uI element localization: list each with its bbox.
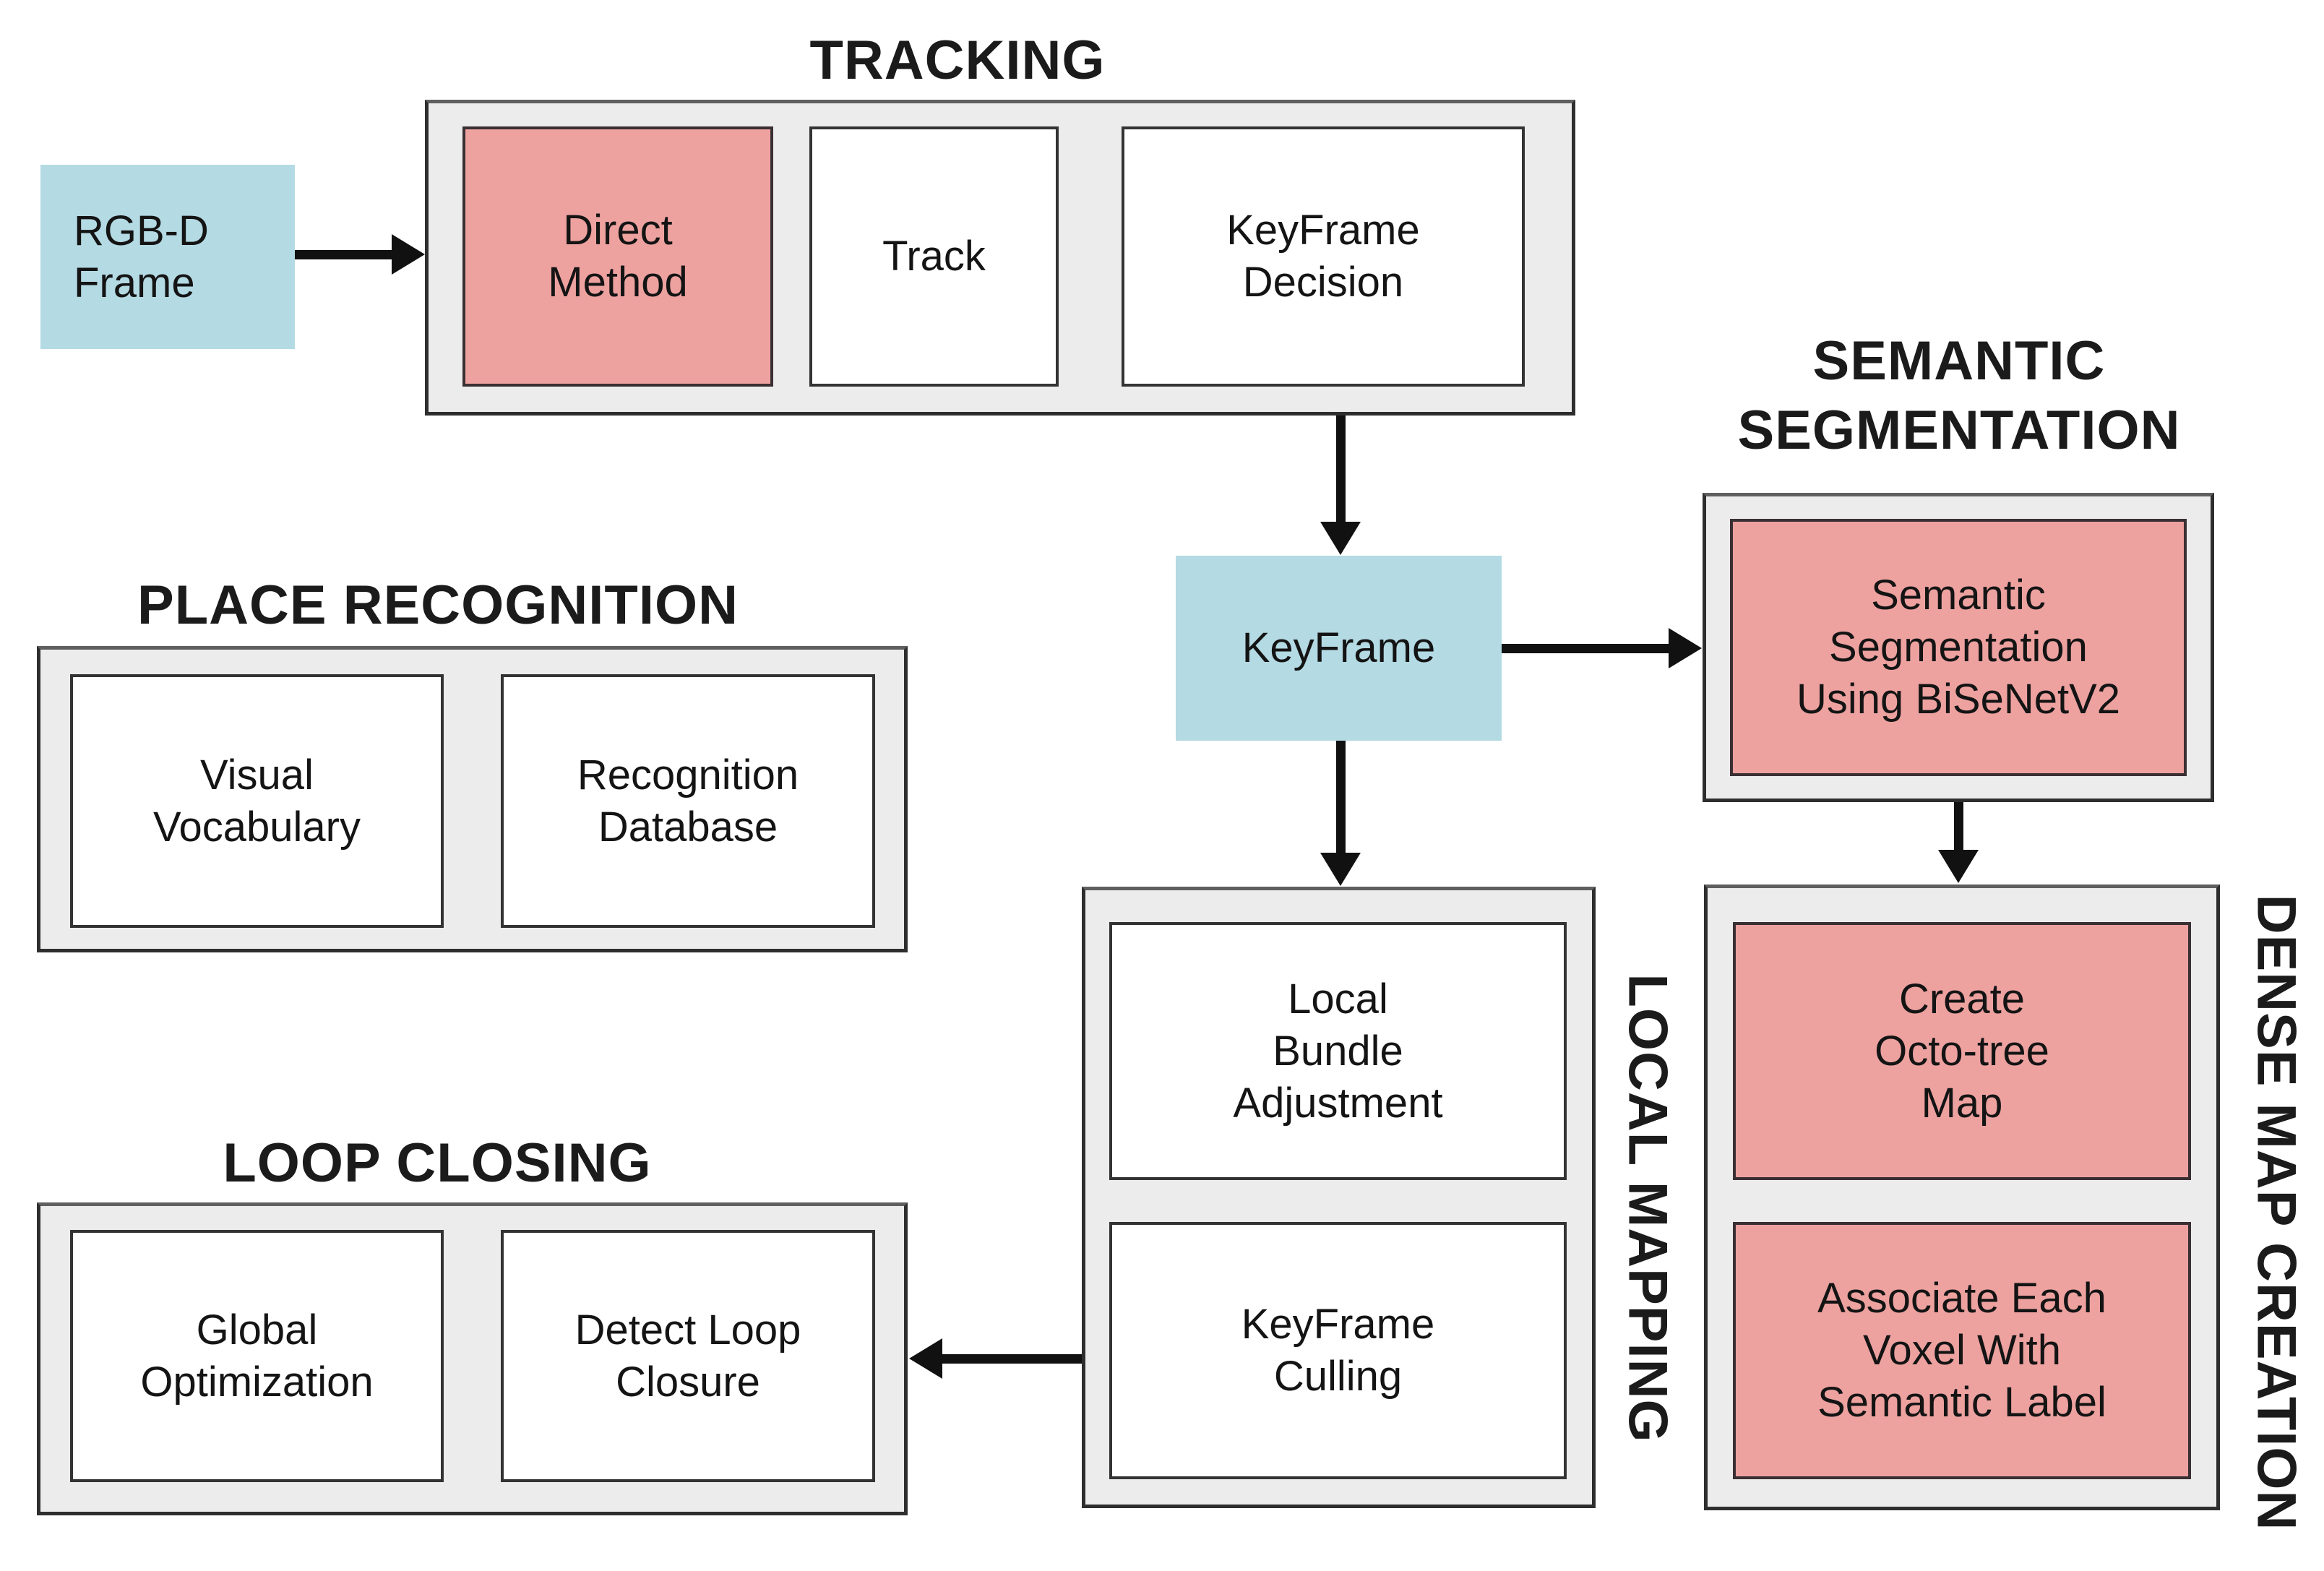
arrow-localmapping-to-loopclosing-line — [941, 1354, 1082, 1364]
arrow-keyframe-to-localmapping-line — [1336, 741, 1346, 855]
arrow-tracking-to-keyframe-line — [1336, 416, 1346, 525]
place-recognition-title: PLACE RECOGNITION — [137, 574, 739, 636]
semantic-segmentation-title: SEMANTIC SEGMENTATION — [1737, 330, 2181, 461]
local-bundle-adjustment-box: Local Bundle Adjustment — [1109, 922, 1567, 1180]
rgbd-frame-node: RGB-D Frame — [40, 165, 295, 349]
create-octotree-map-box: Create Octo-tree Map — [1733, 922, 2191, 1180]
recognition-database-label: Recognition Database — [577, 751, 799, 851]
local-mapping-title: LOCAL MAPPING — [1617, 973, 1679, 1443]
keyframe-culling-box: KeyFrame Culling — [1109, 1222, 1567, 1479]
rgbd-frame-label: RGB-D Frame — [74, 207, 209, 306]
direct-method-box: Direct Method — [462, 126, 773, 387]
keyframe-label: KeyFrame — [1241, 624, 1436, 671]
track-label: Track — [882, 233, 986, 280]
global-optimization-label: Global Optimization — [140, 1306, 374, 1406]
associate-voxel-label: Associate Each Voxel With Semantic Label — [1817, 1275, 2106, 1426]
semantic-segmentation-label: Semantic Segmentation Using BiSeNetV2 — [1796, 572, 2121, 723]
detect-loop-closure-label: Detect Loop Closure — [574, 1306, 801, 1406]
arrow-keyframe-to-semantic-head — [1669, 628, 1702, 668]
arrow-keyframe-to-localmapping-head — [1320, 853, 1361, 886]
global-optimization-box: Global Optimization — [70, 1230, 444, 1482]
semantic-segmentation-box: Semantic Segmentation Using BiSeNetV2 — [1730, 519, 2187, 776]
arrow-semantic-to-densemap-line — [1954, 802, 1963, 853]
track-box: Track — [809, 126, 1059, 387]
arrow-keyframe-to-semantic-line — [1502, 644, 1670, 653]
place-recognition-container: Visual Vocabulary Recognition Database — [37, 646, 908, 952]
arrow-localmapping-to-loopclosing-head — [909, 1338, 942, 1379]
keyframe-culling-label: KeyFrame Culling — [1241, 1301, 1435, 1400]
tracking-title: TRACKING — [809, 30, 1106, 91]
loop-closing-container: Global Optimization Detect Loop Closure — [37, 1202, 908, 1515]
visual-vocabulary-label: Visual Vocabulary — [153, 751, 361, 851]
arrow-rgbd-to-tracking-line — [295, 250, 396, 259]
associate-voxel-box: Associate Each Voxel With Semantic Label — [1733, 1222, 2191, 1479]
create-octotree-map-label: Create Octo-tree Map — [1875, 975, 2049, 1127]
arrow-tracking-to-keyframe-head — [1320, 522, 1361, 555]
detect-loop-closure-box: Detect Loop Closure — [501, 1230, 875, 1482]
arrow-semantic-to-densemap-head — [1938, 850, 1979, 883]
keyframe-decision-box: KeyFrame Decision — [1122, 126, 1525, 387]
local-bundle-adjustment-label: Local Bundle Adjustment — [1233, 975, 1443, 1127]
tracking-container: Direct Method Track KeyFrame Decision — [425, 100, 1575, 416]
keyframe-node: KeyFrame — [1176, 556, 1502, 741]
local-mapping-container: Local Bundle Adjustment KeyFrame Culling — [1082, 887, 1596, 1508]
visual-vocabulary-box: Visual Vocabulary — [70, 674, 444, 928]
semantic-segmentation-container: Semantic Segmentation Using BiSeNetV2 — [1703, 493, 2214, 802]
keyframe-decision-label: KeyFrame Decision — [1226, 207, 1420, 306]
dense-map-creation-container: Create Octo-tree Map Associate Each Voxe… — [1704, 885, 2220, 1510]
loop-closing-title: LOOP CLOSING — [223, 1132, 652, 1194]
direct-method-label: Direct Method — [548, 207, 688, 306]
dense-map-creation-title: DENSE MAP CREATION — [2245, 894, 2307, 1531]
arrow-rgbd-to-tracking-head — [392, 234, 425, 275]
recognition-database-box: Recognition Database — [501, 674, 875, 928]
